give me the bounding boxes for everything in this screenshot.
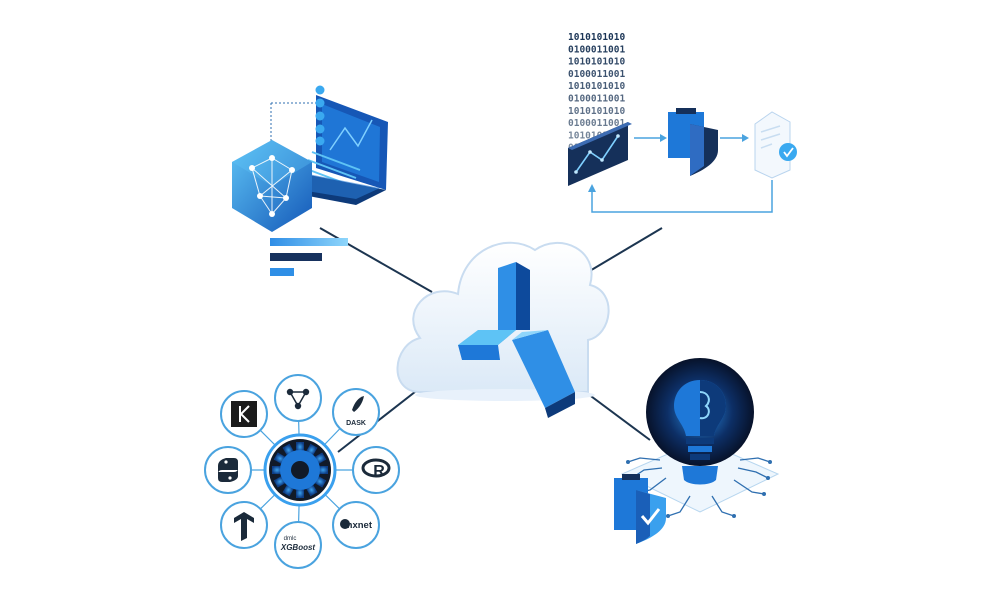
frameworks-wheel: DASK R mxnet dmlc XGBoost <box>204 374 400 569</box>
security-shield-icon <box>614 474 666 544</box>
lightbulb-icon <box>674 380 726 485</box>
certificate-icon <box>754 111 797 179</box>
binary-row: 1010101010 <box>568 106 625 117</box>
tensorflow-icon <box>234 512 254 541</box>
binary-row: 0100011001 <box>568 69 625 80</box>
binary-row: 1010101010 <box>568 32 625 43</box>
gear-tooth <box>318 466 328 474</box>
binary-row: 0100011001 <box>568 94 625 105</box>
feedback-loop-arrow <box>591 180 773 213</box>
r-node: R <box>352 446 400 494</box>
gear-icon <box>263 433 337 507</box>
tensorflow-node <box>220 501 268 549</box>
dask-label: DASK <box>346 420 366 427</box>
gear-tooth <box>296 488 304 498</box>
checklist-icon <box>270 85 325 148</box>
model-training-group <box>232 85 388 276</box>
mxnet-icon <box>340 519 350 529</box>
mxnet-label: mxnet <box>344 520 373 531</box>
insights-group <box>614 358 780 544</box>
xgboost-small-label: dmlc <box>284 536 297 542</box>
data-pipeline-group: 1010101010010001100110101010100100011001… <box>568 32 797 213</box>
connector-bottom-left <box>337 387 421 453</box>
neural-network-hexagon-icon <box>232 140 312 232</box>
r-label: R <box>373 463 385 480</box>
azure-ml-icon <box>458 262 575 418</box>
gear-tooth <box>272 466 282 474</box>
python-node <box>204 446 252 494</box>
gear-tooth <box>296 442 304 452</box>
shield-icon <box>668 108 718 176</box>
r-icon <box>361 458 391 478</box>
python-icon <box>218 458 238 482</box>
chart-panel-icon <box>568 122 632 186</box>
keras-node <box>220 390 268 438</box>
xgboost-label: XGBoost <box>280 543 316 552</box>
connector-top-left <box>319 227 433 293</box>
xgboost-node: dmlc XGBoost <box>274 521 322 569</box>
mxnet-node: mxnet <box>332 501 380 549</box>
network-graph-icon <box>274 374 322 422</box>
binary-row: 0100011001 <box>568 44 625 55</box>
keras-icon <box>231 401 257 427</box>
binary-row: 1010101010 <box>568 57 625 68</box>
bar-indicators <box>270 238 348 276</box>
dask-node: DASK <box>332 388 380 436</box>
binary-row: 0100011001 <box>568 118 625 129</box>
binary-row: 1010101010 <box>568 81 625 92</box>
dask-icon <box>352 396 364 412</box>
connector-top-right <box>587 227 663 273</box>
